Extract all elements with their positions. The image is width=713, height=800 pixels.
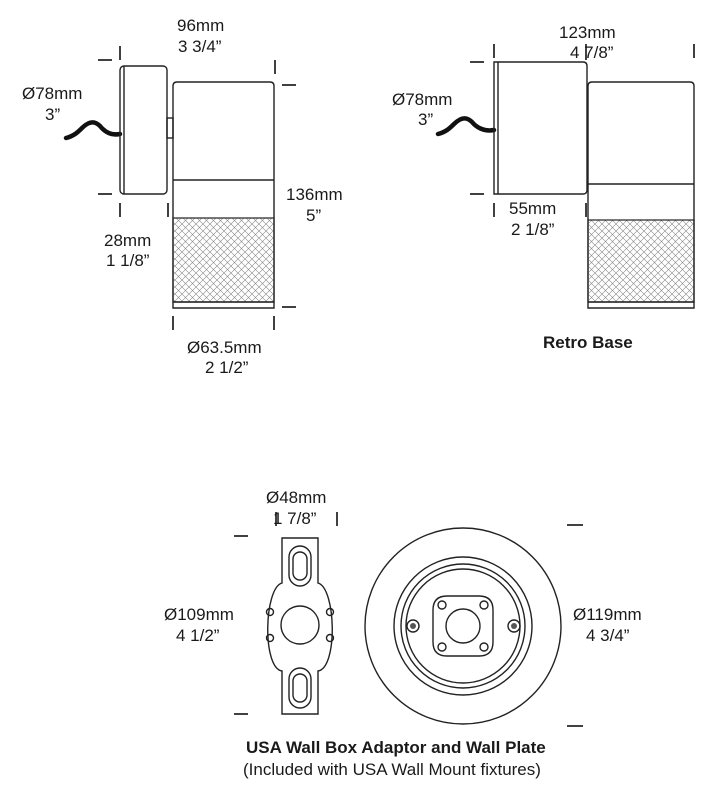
base-depth-mm-label: 55mm — [509, 199, 556, 218]
cable-icon — [63, 120, 123, 141]
width-mm-label: 96mm — [177, 16, 224, 35]
retro-side-view: 123mm 4 7/8” Ø78mm 3” 55mm 2 1/8” Retro … — [392, 23, 695, 352]
fixture-body — [172, 81, 275, 309]
base-dia-mm-label: Ø78mm — [22, 84, 82, 103]
base-depth-in-label: 1 1/8” — [106, 251, 150, 270]
plate-dia-in-label: 4 3/4” — [586, 626, 630, 645]
adaptor-center-hole — [280, 605, 320, 645]
mesh-section — [172, 217, 275, 303]
body-dia-mm-label: Ø63.5mm — [187, 338, 262, 357]
width-in-label: 1 7/8” — [273, 509, 317, 528]
width-mm-label: 123mm — [559, 23, 616, 42]
base-depth-in-label: 2 1/8” — [511, 220, 555, 239]
screw-icon — [406, 619, 420, 633]
plate-mount-hub — [432, 595, 494, 657]
base-dia-mm-label: Ø78mm — [392, 90, 452, 109]
base-dia-in-label: 3” — [45, 105, 60, 124]
retro-caption: Retro Base — [543, 333, 633, 352]
cable-icon — [435, 116, 497, 137]
body-dia-in-label: 2 1/2” — [205, 358, 249, 377]
base-dia-in-label: 3” — [418, 110, 433, 129]
base-connector — [166, 117, 174, 139]
adaptor-plate — [267, 537, 333, 715]
wall-plate: Ø119mm 4 3/4” — [364, 524, 642, 727]
screw-icon — [507, 619, 521, 633]
bottom-caption-subtitle: (Included with USA Wall Mount fixtures) — [243, 760, 541, 779]
plate-dia-mm-label: Ø119mm — [573, 605, 642, 624]
base-depth-mm-label: 28mm — [104, 231, 151, 250]
fixture-side-view: 96mm 3 3/4” Ø78mm 3” 136mm 5” 28mm 1 1/8… — [22, 16, 343, 377]
height-in-label: 5” — [306, 206, 321, 225]
wall-box-adaptor: Ø48mm 1 7/8” Ø109mm 4 1/2” — [164, 488, 338, 715]
width-in-label: 3 3/4” — [178, 37, 222, 56]
length-in-label: 4 1/2” — [176, 626, 220, 645]
height-mm-label: 136mm — [286, 185, 343, 204]
bottom-caption-title: USA Wall Box Adaptor and Wall Plate — [246, 738, 546, 757]
length-mm-label: Ø109mm — [164, 605, 234, 624]
wall-base — [119, 65, 168, 195]
width-in-label: 4 7/8” — [570, 43, 614, 62]
mesh-section — [587, 219, 695, 303]
width-mm-label: Ø48mm — [266, 488, 326, 507]
fixture-body — [587, 81, 695, 309]
retro-base — [493, 61, 588, 195]
plate-outer-ring — [364, 527, 562, 725]
